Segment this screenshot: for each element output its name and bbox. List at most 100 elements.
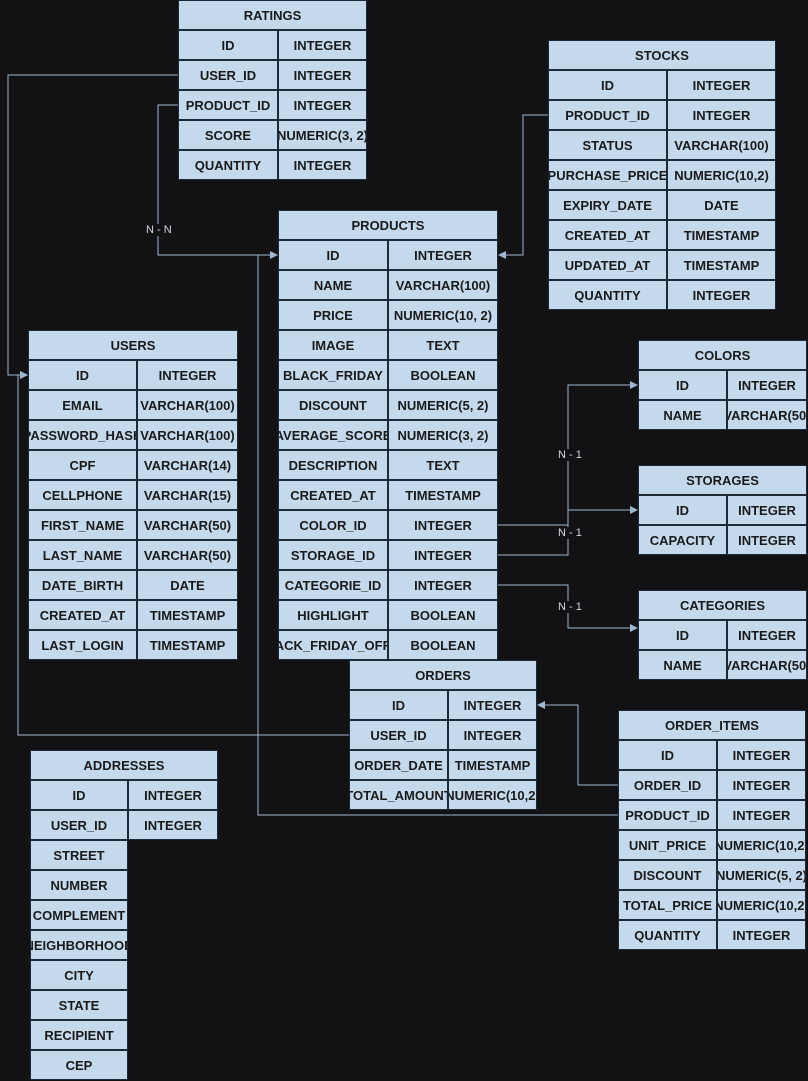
table-title-ratings[interactable]: RATINGS	[178, 0, 367, 30]
column-type[interactable]: INTEGER	[388, 510, 498, 540]
column-name[interactable]: DATE_BIRTH	[28, 570, 137, 600]
column-name[interactable]: CATEGORIE_ID	[278, 570, 388, 600]
column-name[interactable]: NAME	[638, 650, 727, 680]
column-name[interactable]: TOTAL_AMOUNT	[349, 780, 448, 810]
column-name[interactable]: PRODUCT_ID	[548, 100, 667, 130]
table-title-colors[interactable]: COLORS	[638, 340, 807, 370]
column-name[interactable]: CREATED_AT	[28, 600, 137, 630]
column-name[interactable]: DISCOUNT	[618, 860, 717, 890]
column-type[interactable]: INTEGER	[727, 620, 807, 650]
column-name[interactable]: ID	[278, 240, 388, 270]
column-name[interactable]: SCORE	[178, 120, 278, 150]
column-name[interactable]: ID	[28, 360, 137, 390]
column-type[interactable]: INTEGER	[667, 280, 776, 310]
column-type[interactable]: NUMERIC(10,2)	[717, 830, 806, 860]
column-name[interactable]: CREATED_AT	[278, 480, 388, 510]
column-type[interactable]: NUMERIC(3, 2)	[278, 120, 367, 150]
column-type[interactable]: INTEGER	[388, 240, 498, 270]
table-title-order-items[interactable]: ORDER_ITEMS	[618, 710, 806, 740]
column-name[interactable]: STREET	[30, 840, 128, 870]
column-type[interactable]: INTEGER	[727, 370, 807, 400]
column-name[interactable]: DESCRIPTION	[278, 450, 388, 480]
column-type[interactable]: VARCHAR(50)	[137, 510, 238, 540]
table-title-storages[interactable]: STORAGES	[638, 465, 807, 495]
column-type[interactable]: INTEGER	[128, 810, 218, 840]
column-name[interactable]: ID	[30, 780, 128, 810]
column-type[interactable]: NUMERIC(10,2)	[448, 780, 537, 810]
column-name[interactable]: PURCHASE_PRICE	[548, 160, 667, 190]
column-name[interactable]: ORDER_ID	[618, 770, 717, 800]
column-name[interactable]: UNIT_PRICE	[618, 830, 717, 860]
column-type[interactable]: VARCHAR(14)	[137, 450, 238, 480]
column-name[interactable]: QUANTITY	[548, 280, 667, 310]
column-type[interactable]: BOOLEAN	[388, 600, 498, 630]
column-name[interactable]: CAPACITY	[638, 525, 727, 555]
column-type[interactable]: NUMERIC(10, 2)	[388, 300, 498, 330]
column-name[interactable]: CPF	[28, 450, 137, 480]
table-title-addresses[interactable]: ADDRESSES	[30, 750, 218, 780]
column-type[interactable]: INTEGER	[727, 495, 807, 525]
column-name[interactable]: STATE	[30, 990, 128, 1020]
column-type[interactable]: NUMERIC(10,2)	[717, 890, 806, 920]
column-name[interactable]: ID	[638, 495, 727, 525]
column-name[interactable]: FIRST_NAME	[28, 510, 137, 540]
column-type[interactable]: TIMESTAMP	[137, 630, 238, 660]
column-type[interactable]: BOOLEAN	[388, 360, 498, 390]
table-title-orders[interactable]: ORDERS	[349, 660, 537, 690]
column-type[interactable]: VARCHAR(100)	[388, 270, 498, 300]
column-name[interactable]: ID	[618, 740, 717, 770]
column-name[interactable]: LAST_NAME	[28, 540, 137, 570]
column-name[interactable]: BLACK_FRIDAY	[278, 360, 388, 390]
column-type[interactable]: INTEGER	[448, 720, 537, 750]
column-name[interactable]: HIGHLIGHT	[278, 600, 388, 630]
column-name[interactable]: RECIPIENT	[30, 1020, 128, 1050]
column-type[interactable]: INTEGER	[278, 90, 367, 120]
column-type[interactable]: INTEGER	[667, 100, 776, 130]
column-type[interactable]: VARCHAR(50)	[727, 650, 807, 680]
column-name[interactable]: ID	[349, 690, 448, 720]
column-type[interactable]: TIMESTAMP	[667, 220, 776, 250]
column-type[interactable]: INTEGER	[727, 525, 807, 555]
column-name[interactable]: CREATED_AT	[548, 220, 667, 250]
column-name[interactable]: PRODUCT_ID	[178, 90, 278, 120]
column-type[interactable]: NUMERIC(5, 2)	[388, 390, 498, 420]
column-name[interactable]: TOTAL_PRICE	[618, 890, 717, 920]
column-type[interactable]: INTEGER	[388, 570, 498, 600]
column-name[interactable]: ORDER_DATE	[349, 750, 448, 780]
column-name[interactable]: CEP	[30, 1050, 128, 1080]
column-type[interactable]: INTEGER	[448, 690, 537, 720]
column-type[interactable]: TIMESTAMP	[448, 750, 537, 780]
column-type[interactable]: TEXT	[388, 450, 498, 480]
column-type[interactable]: INTEGER	[717, 920, 806, 950]
column-type[interactable]: DATE	[137, 570, 238, 600]
column-type[interactable]: INTEGER	[278, 150, 367, 180]
column-name[interactable]: NEIGHBORHOOD	[30, 930, 128, 960]
column-name[interactable]: ID	[178, 30, 278, 60]
column-type[interactable]: BOOLEAN	[388, 630, 498, 660]
table-title-stocks[interactable]: STOCKS	[548, 40, 776, 70]
column-name[interactable]: IMAGE	[278, 330, 388, 360]
column-name[interactable]: UPDATED_AT	[548, 250, 667, 280]
column-type[interactable]: VARCHAR(15)	[137, 480, 238, 510]
column-name[interactable]: QUANTITY	[178, 150, 278, 180]
column-name[interactable]: ID	[548, 70, 667, 100]
column-type[interactable]: INTEGER	[717, 800, 806, 830]
column-type[interactable]: INTEGER	[278, 30, 367, 60]
column-name[interactable]: EXPIRY_DATE	[548, 190, 667, 220]
column-type[interactable]: INTEGER	[137, 360, 238, 390]
column-type[interactable]: TIMESTAMP	[667, 250, 776, 280]
table-title-users[interactable]: USERS	[28, 330, 238, 360]
column-name[interactable]: LAST_LOGIN	[28, 630, 137, 660]
column-type[interactable]: VARCHAR(100)	[667, 130, 776, 160]
column-name[interactable]: PASSWORD_HASH	[28, 420, 137, 450]
column-name[interactable]: NAME	[278, 270, 388, 300]
column-type[interactable]: TIMESTAMP	[388, 480, 498, 510]
column-type[interactable]: INTEGER	[717, 770, 806, 800]
table-title-products[interactable]: PRODUCTS	[278, 210, 498, 240]
table-title-categories[interactable]: CATEGORIES	[638, 590, 807, 620]
column-type[interactable]: NUMERIC(10,2)	[667, 160, 776, 190]
column-name[interactable]: QUANTITY	[618, 920, 717, 950]
column-name[interactable]: CITY	[30, 960, 128, 990]
column-name[interactable]: NAME	[638, 400, 727, 430]
column-name[interactable]: COLOR_ID	[278, 510, 388, 540]
